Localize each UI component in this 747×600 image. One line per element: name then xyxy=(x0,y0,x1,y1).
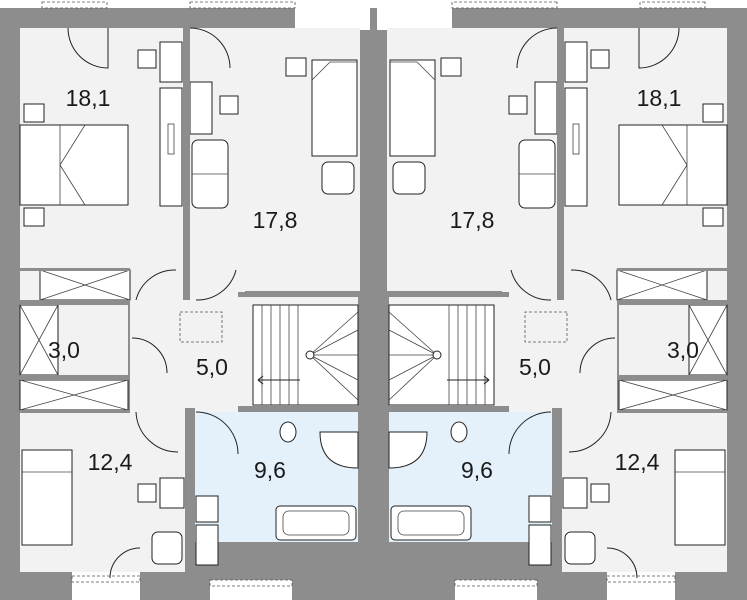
left-small-desk xyxy=(159,477,185,509)
left-staircase xyxy=(252,304,359,406)
left-desk-top xyxy=(159,41,183,83)
left-sink xyxy=(195,495,219,523)
left-office-sofa xyxy=(311,59,358,157)
left-bathroom-area: 9,6 xyxy=(254,457,286,483)
left-unit: 18,1 17,8 3,0 5,0 12,4 9,6 xyxy=(0,0,373,600)
left-toilet xyxy=(279,421,297,443)
party-wall xyxy=(370,8,377,600)
left-small-armchair xyxy=(151,531,183,565)
right-closet-area: 3,0 xyxy=(667,337,699,363)
left-small-chair xyxy=(137,483,157,503)
left-desk-strip xyxy=(159,87,183,207)
left-nightstand-top xyxy=(23,103,45,123)
left-bedroom-office-area: 17,8 xyxy=(253,207,298,233)
right-bathroom-area: 9,6 xyxy=(461,457,493,483)
left-bedroom-large-area: 18,1 xyxy=(66,85,111,111)
left-lounge-chair xyxy=(321,161,355,195)
left-hall-area: 5,0 xyxy=(196,354,228,380)
right-bedroom-office-area: 17,8 xyxy=(450,207,495,233)
right-unit xyxy=(374,0,747,600)
right-hall-area: 5,0 xyxy=(519,354,551,380)
left-office-chair xyxy=(219,95,239,115)
left-chair-top xyxy=(137,49,157,69)
left-bedroom-small-area: 12,4 xyxy=(88,449,133,475)
left-bed-small xyxy=(21,449,73,546)
left-shower xyxy=(319,431,359,469)
right-bedroom-small-area: 12,4 xyxy=(615,449,660,475)
left-bed-large xyxy=(19,124,129,206)
left-nightstand-bottom xyxy=(23,207,45,227)
right-bedroom-large-area: 18,1 xyxy=(637,85,682,111)
left-closet-area: 3,0 xyxy=(48,337,80,363)
left-office-stool xyxy=(285,57,307,77)
left-office-desk xyxy=(189,81,213,135)
left-bathtub xyxy=(275,505,357,541)
